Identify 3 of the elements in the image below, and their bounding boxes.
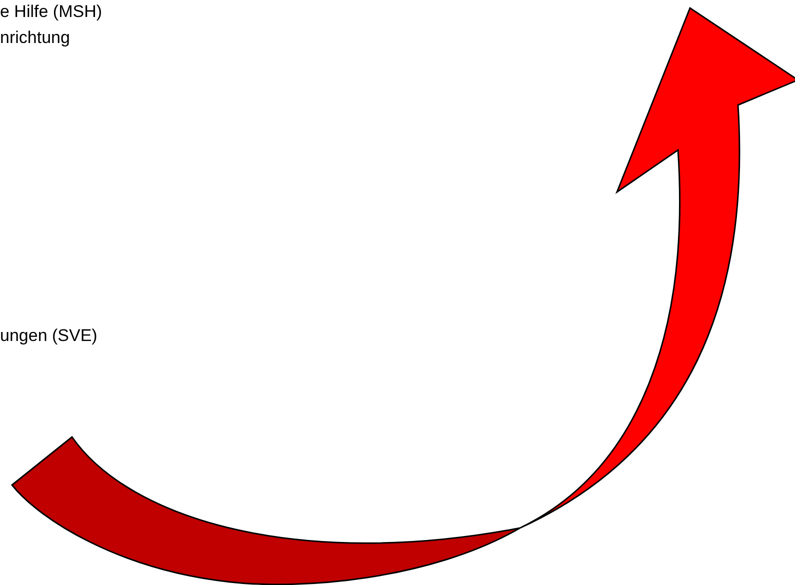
text-label: nrichtung	[0, 28, 70, 48]
text-label: ungen (SVE)	[0, 326, 98, 346]
text-label: e Hilfe (MSH)	[0, 2, 102, 22]
